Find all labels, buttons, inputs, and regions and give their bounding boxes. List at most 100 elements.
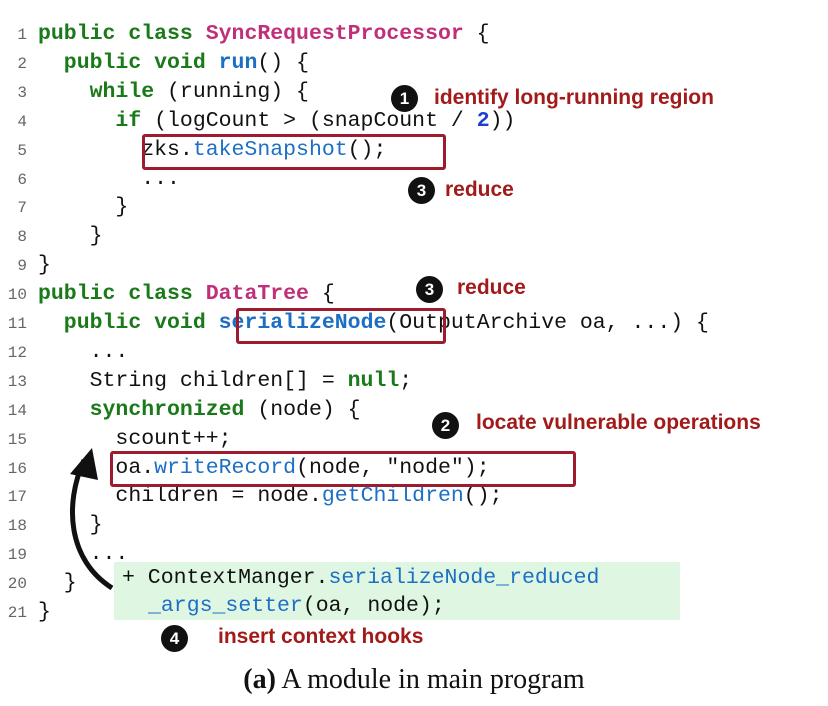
code-line: synchronized (node) { bbox=[38, 396, 361, 425]
code-token: } bbox=[38, 253, 51, 278]
box-take-snapshot bbox=[142, 134, 446, 170]
line-number: 4 bbox=[17, 112, 27, 131]
code-line: ... bbox=[38, 338, 129, 367]
code-token: getChildren bbox=[321, 484, 464, 509]
code-line: public class DataTree { bbox=[38, 280, 335, 309]
code-line: oa.writeRecord(node, "node"); bbox=[38, 454, 490, 483]
line-number: 5 bbox=[17, 141, 27, 160]
code-token: (logCount > (snapCount / bbox=[141, 108, 477, 133]
code-token: } bbox=[38, 195, 129, 220]
code-token: run bbox=[218, 50, 258, 75]
code-token: DataTree bbox=[205, 282, 309, 307]
line-number: 17 bbox=[7, 488, 27, 507]
code-token: public void bbox=[38, 50, 219, 75]
annotation-reduce-second: reduce bbox=[457, 276, 526, 299]
context-hook-insertion bbox=[114, 562, 680, 620]
line-number: 13 bbox=[7, 372, 27, 391]
badge-3-first: 3 bbox=[408, 177, 435, 204]
code-token: zks. bbox=[38, 137, 193, 162]
code-token: { bbox=[463, 22, 490, 46]
line-number: 10 bbox=[7, 286, 27, 305]
code-line: } bbox=[38, 569, 77, 598]
hook-setter-name: _args_setter bbox=[148, 594, 303, 618]
code-token: } bbox=[38, 600, 51, 624]
code-line: ... bbox=[38, 540, 129, 569]
badge-1: 1 bbox=[391, 85, 418, 112]
caption-text: A module in main program bbox=[275, 664, 585, 695]
code-token: (OutputArchive oa, ...) { bbox=[386, 311, 709, 335]
code-token: synchronized bbox=[38, 397, 245, 422]
code-token: } bbox=[38, 513, 103, 538]
code-line: public void run() { bbox=[38, 49, 309, 78]
code-token: takeSnapshot bbox=[192, 137, 348, 162]
line-number: 8 bbox=[17, 228, 27, 247]
code-line: zks.takeSnapshot(); bbox=[38, 136, 386, 165]
box-write-record bbox=[110, 451, 576, 487]
line-number: 14 bbox=[7, 401, 27, 420]
line-number: 3 bbox=[17, 83, 27, 102]
code-token: } bbox=[38, 224, 103, 249]
line-number: 2 bbox=[17, 54, 27, 73]
code-token: 2 bbox=[476, 108, 490, 133]
code-line: if (logCount > (snapCount / 2)) bbox=[38, 107, 515, 136]
box-serialize-node bbox=[236, 308, 446, 344]
annotation-reduce-first: reduce bbox=[445, 178, 514, 201]
code-token: public class bbox=[38, 282, 206, 307]
code-token: SyncRequestProcessor bbox=[205, 22, 464, 46]
code-line: while (running) { bbox=[38, 78, 309, 107]
code-token: { bbox=[308, 282, 335, 307]
code-token: oa. bbox=[38, 455, 155, 480]
code-token: while bbox=[38, 79, 155, 104]
code-token: (); bbox=[347, 137, 387, 162]
code-token: (); bbox=[463, 484, 503, 509]
caption-label: (a) bbox=[243, 664, 276, 695]
code-token: (node, "node"); bbox=[296, 455, 490, 480]
annotation-insert: insert context hooks bbox=[218, 625, 424, 648]
code-line: scount++; bbox=[38, 425, 232, 454]
code-token: )) bbox=[489, 108, 516, 133]
code-token: public void bbox=[38, 311, 219, 335]
line-number: 11 bbox=[7, 315, 27, 333]
line-number: 6 bbox=[17, 170, 27, 189]
annotation-locate: locate vulnerable operations bbox=[476, 411, 761, 434]
code-token: writeRecord bbox=[154, 455, 297, 480]
line-number: 7 bbox=[17, 199, 27, 218]
code-line: public class SyncRequestProcessor { bbox=[38, 20, 490, 49]
hook-prefix: + ContextManger. bbox=[122, 566, 329, 590]
annotation-identify: identify long-running region bbox=[434, 86, 714, 109]
hook-line-2: _args_setter(oa, node); bbox=[148, 592, 445, 621]
code-line: } bbox=[38, 251, 51, 280]
line-number: 12 bbox=[7, 343, 27, 362]
code-token: scount++; bbox=[38, 426, 232, 451]
line-number: 20 bbox=[7, 575, 27, 594]
hook-fn-name: serializeNode_reduced bbox=[328, 566, 600, 590]
code-token: if bbox=[38, 108, 142, 133]
code-token: (node) { bbox=[244, 397, 361, 422]
figure-caption: (a) A module in main program bbox=[0, 664, 828, 696]
code-token: public class bbox=[38, 22, 206, 46]
line-number: 18 bbox=[7, 517, 27, 536]
badge-3-second: 3 bbox=[416, 276, 443, 303]
code-token: ... bbox=[38, 339, 129, 364]
code-line: } bbox=[38, 598, 51, 627]
code-line: String children[] = null; bbox=[38, 367, 413, 396]
code-token: () { bbox=[257, 50, 309, 75]
code-line: children = node.getChildren(); bbox=[38, 482, 503, 511]
code-token: String children[] = bbox=[38, 368, 348, 393]
code-token: ; bbox=[399, 368, 413, 393]
code-token: ... bbox=[38, 166, 180, 191]
code-line: ... bbox=[38, 165, 180, 194]
code-token: null bbox=[347, 368, 400, 393]
code-line: } bbox=[38, 511, 103, 540]
code-token: serializeNode bbox=[218, 311, 387, 335]
line-number: 16 bbox=[7, 459, 27, 478]
code-token: ... bbox=[38, 542, 129, 567]
code-line: public void serializeNode(OutputArchive … bbox=[38, 309, 709, 338]
hook-args: (oa, node); bbox=[302, 594, 445, 618]
badge-2: 2 bbox=[432, 412, 459, 439]
line-number: 1 bbox=[17, 26, 27, 44]
code-token: (running) { bbox=[154, 79, 309, 104]
code-token: children = node. bbox=[38, 484, 322, 509]
